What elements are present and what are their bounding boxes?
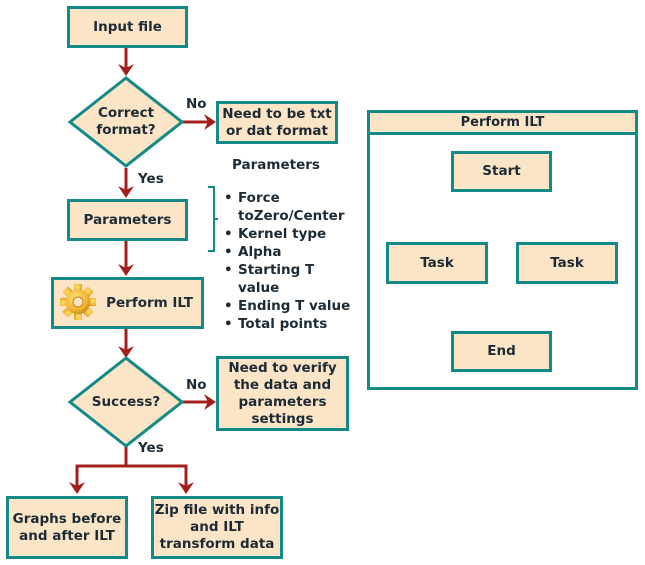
parameter-item: Total points	[222, 315, 352, 333]
arrowhead	[118, 264, 134, 276]
parameter-text: Starting T	[238, 262, 315, 278]
perform-ilt-label: Perform ILT	[106, 294, 193, 311]
arrow-success-yes	[75, 446, 188, 488]
arrowhead	[69, 482, 85, 494]
no-label-success: No	[186, 377, 207, 393]
yes-label-success: Yes	[138, 440, 164, 456]
format-error-box: Need to be txt or dat format	[216, 101, 338, 144]
subprocess-task-right-label: Task	[550, 254, 584, 271]
parameter-item: Starting T value	[222, 261, 352, 297]
success-text: Success?	[91, 394, 161, 410]
verify-error-line2: the data and	[233, 376, 332, 393]
subprocess-end-box: End	[451, 331, 552, 372]
subprocess-task-left-label: Task	[420, 254, 454, 271]
parameter-text: Alpha	[238, 244, 282, 260]
zip-output-line2: and ILT	[190, 519, 244, 535]
zip-output-line1: Zip file with info	[154, 502, 280, 518]
graphs-output-box: Graphs before and after ILT	[6, 496, 128, 559]
format-error-line1: Need to be txt	[222, 105, 332, 122]
parameter-item: Alpha	[222, 243, 352, 261]
parameters-list: Force toZero/Center Kernel type Alpha Sta…	[222, 189, 352, 333]
input-file-label: Input file	[93, 18, 162, 35]
subprocess-end-label: End	[487, 343, 516, 359]
parameter-item: Ending T value	[222, 297, 352, 315]
arrowhead	[204, 394, 216, 410]
parameter-text: value	[238, 280, 280, 296]
graphs-output-line2: and after ILT	[19, 527, 115, 544]
parameters-bracket	[208, 186, 218, 252]
parameters-list-title: Parameters	[232, 157, 320, 173]
decision-correct-format	[67, 76, 185, 168]
zip-output-box: Zip file with info and ILT transform dat…	[151, 496, 283, 559]
verify-error-line4: settings	[251, 410, 314, 427]
parameter-item: Kernel type	[222, 225, 352, 243]
verify-error-line1: Need to verify	[228, 359, 337, 376]
subprocess-task-left-box: Task	[386, 242, 488, 284]
parameter-text: Kernel type	[238, 226, 327, 242]
subprocess-start-box: Start	[451, 151, 552, 192]
parameter-text: toZero/Center	[238, 208, 345, 224]
arrowhead	[118, 64, 134, 76]
subprocess-task-right-box: Task	[516, 242, 618, 284]
verify-error-line3: parameters	[238, 393, 327, 410]
arrowhead	[204, 114, 216, 130]
parameter-text: Total points	[238, 316, 328, 332]
format-error-line2: or dat format	[225, 122, 328, 139]
parameters-box: Parameters	[67, 199, 188, 241]
subprocess-start-label: Start	[482, 163, 521, 179]
zip-output-line3: transform data	[159, 536, 275, 552]
success-label: Success?	[80, 394, 172, 411]
parameter-text: Force	[238, 190, 280, 206]
subprocess-title: Perform ILT	[370, 113, 635, 135]
input-file-box: Input file	[67, 6, 188, 48]
correct-format-line1: Correct	[97, 105, 155, 121]
decision-success	[67, 356, 185, 448]
gear-icon	[60, 284, 96, 320]
graphs-output-line1: Graphs before	[12, 510, 122, 527]
no-label-format: No	[186, 96, 207, 112]
correct-format-line2: format?	[96, 122, 156, 138]
parameter-text: Ending T value	[238, 298, 351, 314]
arrowhead	[118, 346, 134, 358]
parameter-item: Force toZero/Center	[222, 189, 352, 225]
correct-format-label: Correct format?	[80, 105, 172, 139]
yes-label-format: Yes	[138, 171, 164, 187]
verify-error-box: Need to verify the data and parameters s…	[216, 356, 349, 431]
arrowhead	[118, 186, 134, 198]
parameters-label: Parameters	[83, 211, 172, 228]
arrowhead	[178, 482, 194, 494]
